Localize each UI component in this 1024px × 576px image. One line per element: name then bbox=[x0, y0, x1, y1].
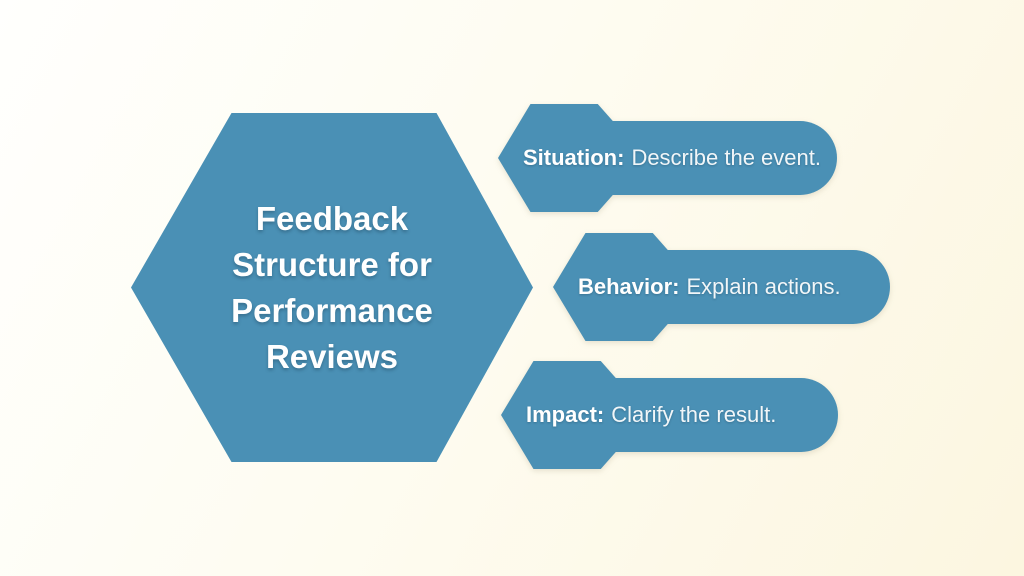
pill-shape bbox=[558, 121, 837, 195]
item-keyword: Impact: bbox=[526, 402, 605, 427]
item-label: Impact: Clarify the result. bbox=[501, 361, 838, 469]
item-description: Describe the event. bbox=[631, 145, 821, 170]
hexagon-title-shape: Feedback Structure for Performance Revie… bbox=[131, 113, 533, 462]
pill-shape bbox=[561, 378, 838, 452]
pill-shape bbox=[613, 250, 890, 324]
item-keyword: Situation: bbox=[523, 145, 625, 170]
item-description: Clarify the result. bbox=[611, 402, 777, 427]
diagram-title: Feedback Structure for Performance Revie… bbox=[231, 199, 433, 375]
item-label: Situation: Describe the event. bbox=[498, 104, 837, 212]
item-description: Explain actions. bbox=[686, 274, 841, 299]
item-situation: Situation: Describe the event. bbox=[498, 104, 837, 212]
item-keyword: Behavior: bbox=[578, 274, 680, 299]
item-behavior: Behavior: Explain actions. bbox=[553, 233, 890, 341]
item-impact: Impact: Clarify the result. bbox=[501, 361, 838, 469]
item-label: Behavior: Explain actions. bbox=[553, 233, 890, 341]
